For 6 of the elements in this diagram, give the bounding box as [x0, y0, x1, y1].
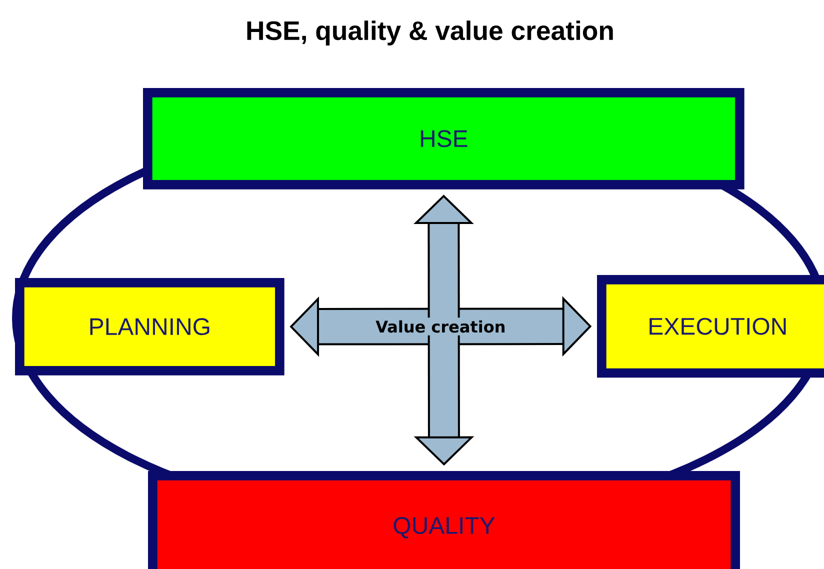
box: HSE	[143, 88, 744, 190]
box: QUALITY	[148, 471, 740, 569]
box: PLANNING	[15, 278, 284, 376]
box: EXECUTION	[597, 275, 824, 378]
title: HSE, quality & value creation	[247, 20, 613, 46]
edge-label: Value creation	[372, 318, 508, 336]
